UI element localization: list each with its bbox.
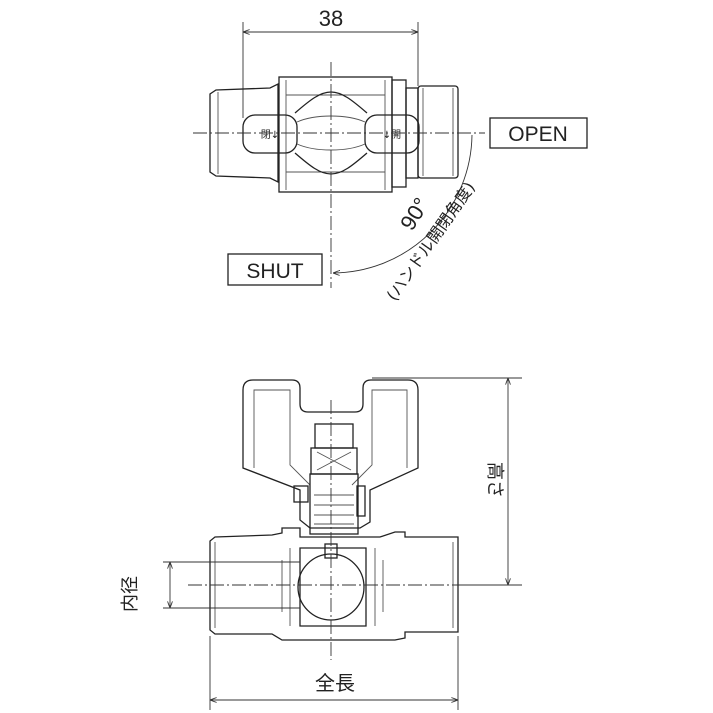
top-view: 38 閉↓ ↓開 OPEN SHUT 90° (ハンドル — [193, 6, 588, 304]
shut-label: SHUT — [246, 260, 303, 283]
stem-body — [309, 473, 359, 535]
side-view: 高さ 内径 全長 — [120, 377, 522, 710]
lever-mark-open: ↓開 — [383, 129, 401, 141]
stem-top — [314, 423, 354, 449]
valve-body — [278, 76, 393, 193]
butterfly-handle — [242, 379, 419, 529]
left-thread-end — [209, 82, 279, 184]
rotation-angle-note: (ハンドル開閉角度) — [383, 178, 479, 304]
height-label: 高さ — [484, 462, 505, 498]
inner-diameter-label: 内径 — [120, 576, 141, 612]
lever-pad-right — [364, 114, 420, 154]
lever-pad-left — [242, 114, 298, 154]
overall-length-label: 全長 — [315, 671, 355, 695]
open-label: OPEN — [508, 123, 568, 146]
open-label-box — [489, 117, 588, 149]
shut-label-box — [227, 253, 323, 286]
lever-mark-shut: 閉↓ — [261, 129, 279, 141]
width-dimension-label: 38 — [319, 6, 343, 31]
right-nut — [417, 85, 459, 179]
ball-seat — [299, 547, 367, 627]
rotation-angle-arc — [333, 134, 473, 273]
valve-body-section — [209, 527, 459, 641]
